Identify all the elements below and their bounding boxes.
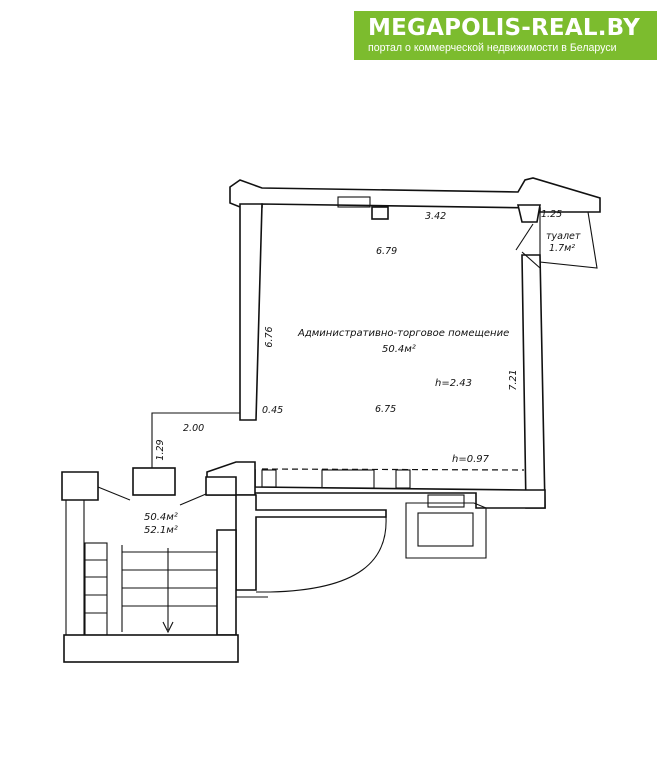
sill-height: h=0.97 xyxy=(452,454,490,465)
ceiling-height: h=2.43 xyxy=(435,378,472,389)
front-steps xyxy=(405,502,487,559)
dim-top: 3.42 xyxy=(425,211,446,222)
stair-wall-right xyxy=(216,529,237,636)
site-logo[interactable]: MEGAPOLIS-REAL.BY портал о коммерческой … xyxy=(354,11,657,60)
dim-step: 0.45 xyxy=(262,405,283,416)
column xyxy=(371,206,389,220)
toilet-name: туалет xyxy=(546,231,581,242)
stair-line xyxy=(179,493,207,506)
logo-tagline: портал о коммерческой недвижимости в Бел… xyxy=(368,42,617,54)
toilet-area: 1.7м² xyxy=(549,243,575,254)
wall-niche xyxy=(337,196,371,208)
room-name: Административно-торговое помещение xyxy=(297,328,509,339)
wall-entrance-bar xyxy=(205,476,237,496)
corridor-line xyxy=(151,412,240,468)
stair-arrow-head xyxy=(162,621,174,634)
total-area-1: 50.4м² xyxy=(144,512,178,523)
stair-landing xyxy=(63,634,239,663)
wall-stub xyxy=(516,204,541,223)
wall-entrance-block xyxy=(132,467,176,496)
window-2 xyxy=(321,469,375,489)
dim-right: 7.21 xyxy=(508,369,519,390)
toilet-box xyxy=(539,211,598,269)
dim-width-bottom: 6.75 xyxy=(375,404,396,415)
window-1 xyxy=(261,469,277,488)
stair-rail xyxy=(84,542,108,636)
toilet-divider xyxy=(521,251,541,269)
stair-wall-top xyxy=(61,471,99,501)
dim-corridor: 2.00 xyxy=(183,423,204,434)
toilet-door-swing xyxy=(515,223,534,251)
window-3 xyxy=(395,469,411,489)
wall-left xyxy=(239,203,263,421)
stair-line xyxy=(97,486,131,501)
sill-line xyxy=(261,468,525,471)
porch-arc xyxy=(256,516,387,593)
dim-toilet: 1.25 xyxy=(541,209,562,220)
wall-top xyxy=(229,177,601,213)
wall-bottom xyxy=(235,469,546,509)
dim-left: 6.76 xyxy=(264,326,275,347)
room-area: 50.4м² xyxy=(382,344,416,355)
dim-width-top: 6.79 xyxy=(376,246,397,257)
front-step-top xyxy=(427,494,465,508)
total-area-2: 52.1м² xyxy=(144,525,178,536)
front-step-inner xyxy=(417,512,474,547)
dim-small: 1.29 xyxy=(155,439,166,460)
wall-porch xyxy=(235,494,387,591)
wall-right xyxy=(521,254,546,509)
logo-brand: MEGAPOLIS-REAL.BY xyxy=(368,15,640,41)
stair-wall-left-thin xyxy=(65,499,85,636)
